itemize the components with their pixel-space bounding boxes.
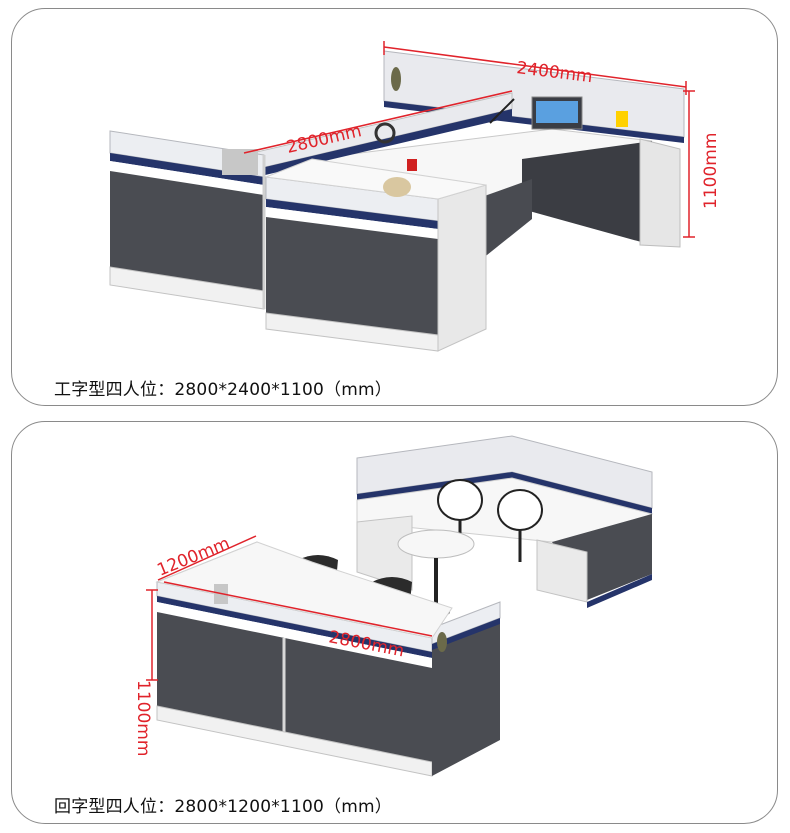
front-workstation — [155, 541, 501, 777]
dimension-lines — [243, 41, 695, 238]
desk-accessories — [222, 67, 628, 197]
h-type-workstation-illustration: 2400mm 2800mm 1100mm — [109, 41, 721, 352]
dimension-height-label: 1100mm — [701, 133, 721, 209]
back-type-workstation-illustration: 1200mm 2800mm 1100mm — [133, 435, 654, 777]
rear-workstation — [356, 435, 654, 608]
front-desk-right — [265, 158, 487, 352]
panel-h-type-workstation: 2400mm 2800mm 1100mm 工字型四人位：2800*2400*11… — [11, 8, 778, 406]
dimension-lines — [146, 535, 433, 681]
right-desk — [311, 128, 681, 259]
caption-back-type: 回字型四人位：2800*1200*1100（mm） — [54, 797, 392, 817]
panel-back-type-workstation: 1200mm 2800mm 1100mm 回字型四人位：2800*1200*11… — [11, 421, 778, 824]
caption-h-type: 工字型四人位：2800*2400*1100（mm） — [54, 380, 392, 400]
dimension-height-label: 1100mm — [133, 680, 153, 756]
